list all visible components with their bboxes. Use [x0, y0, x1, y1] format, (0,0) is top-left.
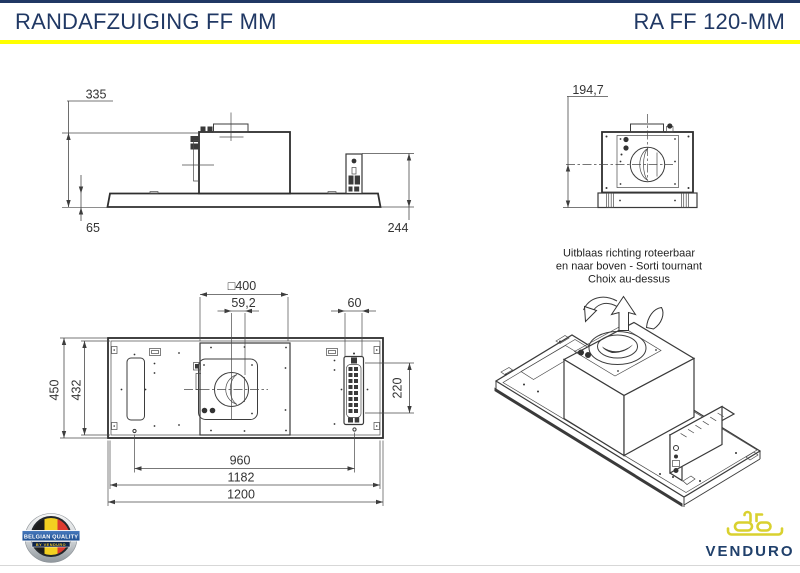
dim-1182: 1182 [228, 471, 255, 485]
base-plate-end [597, 192, 698, 209]
dim-432: 432 [70, 380, 84, 401]
dim-244: 244 [388, 221, 409, 235]
end-view: 194,7 [563, 83, 698, 209]
dim-400: □400 [228, 279, 256, 293]
dim-59-2: 59,2 [231, 296, 255, 310]
venduro-logo: VENDURO [705, 510, 794, 560]
dim-960: 960 [230, 454, 251, 468]
filter-slot-plan [126, 357, 145, 421]
plan-view: □400 59,2 60 220 [48, 279, 414, 506]
rotate-right-arrow [645, 306, 664, 330]
dim-60: 60 [348, 296, 362, 310]
dim-335: 335 [86, 88, 107, 102]
side-view: 335 65 244 [62, 88, 414, 235]
page-header: RANDAFZUIGING FF MM RA FF 120-MM [0, 0, 800, 44]
venduro-hood-icon [726, 510, 784, 536]
dim-1200: 1200 [227, 488, 255, 502]
note-line-1: Uitblaas richting roteerbaar [563, 248, 695, 260]
up-arrow [610, 295, 637, 331]
note-line-3: Choix au-dessus [588, 274, 670, 286]
badge-sub-text: BY VENDURO [36, 543, 66, 547]
venduro-wordmark: VENDURO [705, 543, 794, 560]
iso-outlet-collar [588, 331, 647, 365]
motor-box-side [198, 131, 291, 195]
dim-220: 220 [391, 378, 405, 399]
model-number: RA FF 120-MM [633, 8, 785, 34]
iso-view [494, 295, 762, 507]
dim-194-7: 194,7 [572, 83, 603, 97]
motor-box-end [601, 131, 694, 194]
outlet-note: Uitblaas richting roteerbaar en naar bov… [556, 248, 702, 286]
footer-divider [0, 565, 800, 566]
iso-vent-slots [680, 412, 724, 438]
belgian-quality-badge: BELGIAN QUALITY BY VENDURO [21, 513, 81, 563]
page-title: RANDAFZUIGING FF MM [15, 8, 277, 34]
note-line-2: en naar boven - Sorti tournant [556, 261, 702, 273]
dim-450: 450 [48, 380, 62, 401]
dim-65: 65 [86, 221, 100, 235]
badge-banner-text: BELGIAN QUALITY [24, 534, 78, 540]
hood-plate-side [106, 192, 382, 208]
vent-slots [348, 367, 358, 413]
fan-inlet-end [629, 146, 666, 183]
